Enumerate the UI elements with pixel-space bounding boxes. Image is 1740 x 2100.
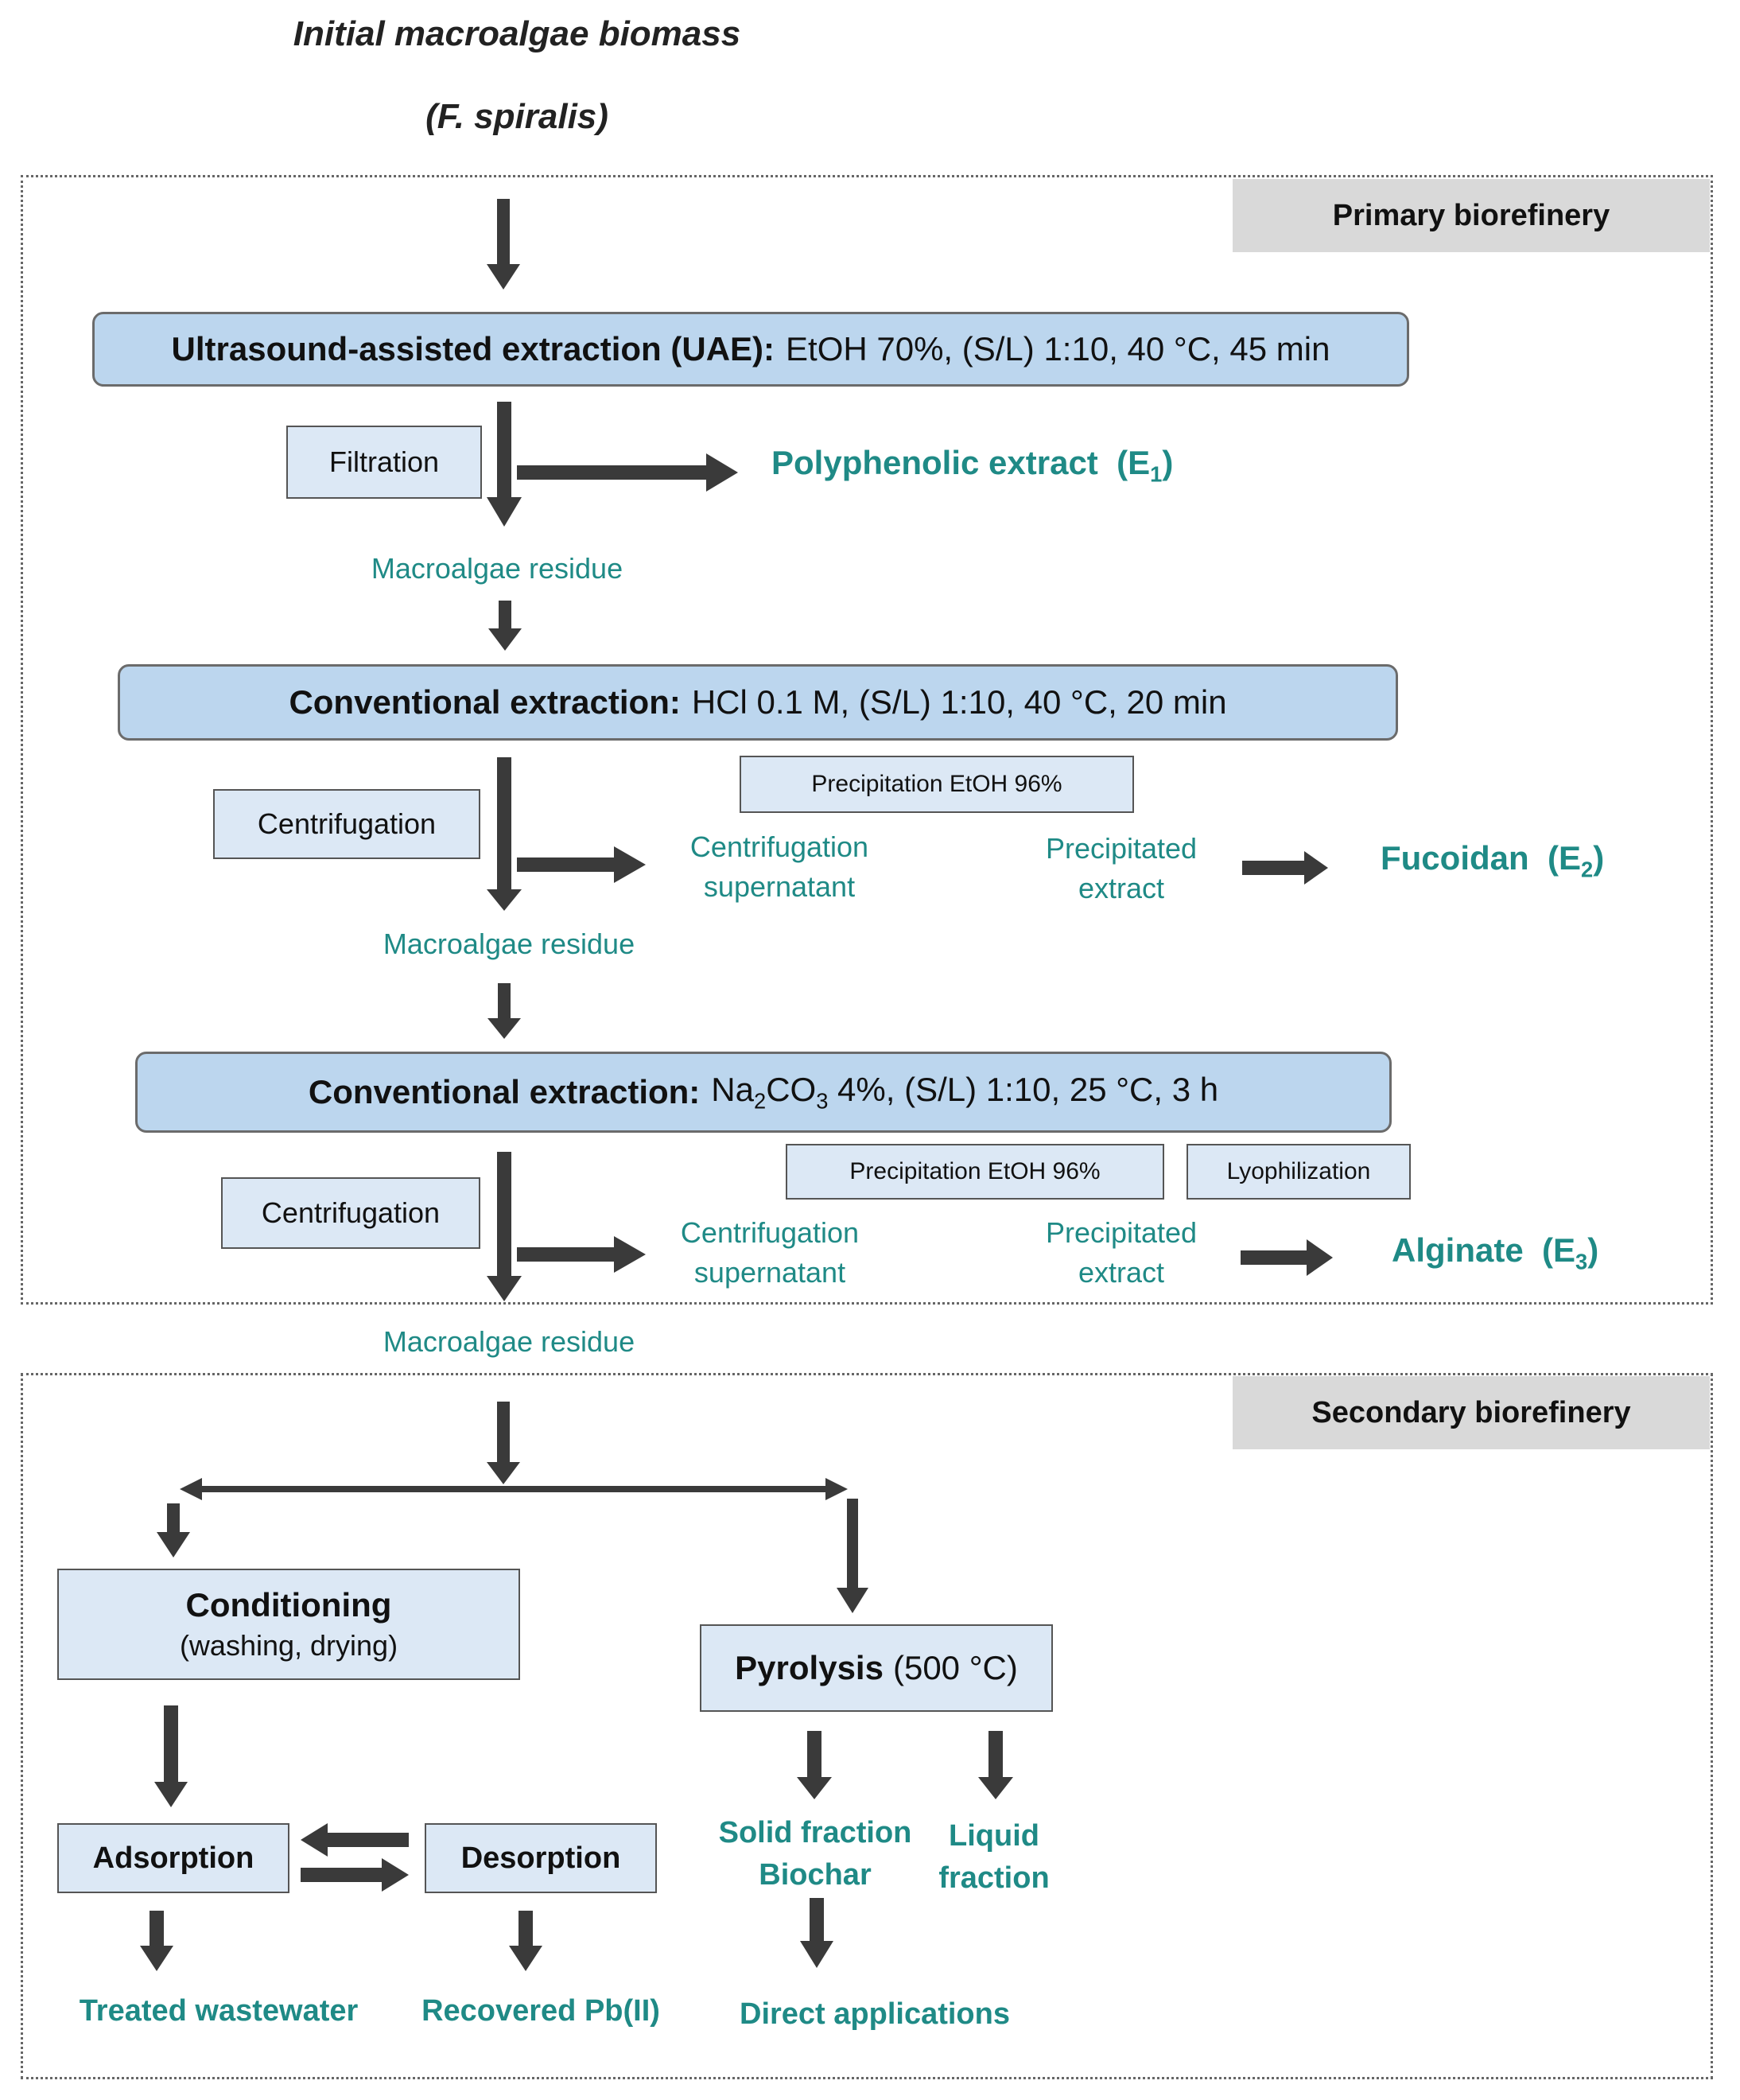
conditioning-subtitle: (washing, drying) — [179, 1629, 398, 1662]
arrow-desorption-to-adsorption — [301, 1823, 409, 1857]
arrow-split-bidirectional — [180, 1478, 848, 1500]
primary-biorefinery-tag: Primary biorefinery — [1233, 179, 1710, 252]
arrow-filtration-to-polyphenolic — [517, 453, 738, 492]
conventional-extraction-hcl-label: Conventional extraction: — [289, 683, 681, 721]
alginate-output: Alginate (E3) — [1392, 1231, 1599, 1274]
macroalgae-residue-1: Macroalgae residue — [371, 552, 623, 585]
conditioning-box: Conditioning (washing, drying) — [57, 1569, 520, 1680]
arrow-centrifugation1-to-supernatant — [517, 846, 646, 883]
direct-applications-output: Direct applications — [740, 1997, 1010, 2031]
macroalgae-residue-3: Macroalgae residue — [383, 1325, 635, 1358]
desorption-box: Desorption — [425, 1823, 657, 1893]
pyrolysis-box: Pyrolysis (500 °C) — [700, 1624, 1053, 1712]
conventional-extraction-hcl-step: Conventional extraction: HCl 0.1 M, (S/L… — [118, 664, 1398, 741]
filtration-box: Filtration — [286, 426, 482, 499]
arrow-conv1-to-residue — [487, 757, 522, 911]
arrow-precipitated1-to-fucoidan — [1242, 851, 1328, 885]
conventional-extraction-na2co3-conditions: Na2CO3 4%, (S/L) 1:10, 25 °C, 3 h — [711, 1070, 1219, 1114]
arrow-residue1-to-conv1 — [488, 601, 522, 651]
treated-wastewater-output: Treated wastewater — [79, 1994, 359, 2028]
arrow-residue2-to-conv2 — [487, 983, 521, 1039]
arrow-pyrolysis-to-liquid — [978, 1731, 1013, 1799]
arrow-split-to-conditioning — [157, 1503, 190, 1558]
arrow-conditioning-to-adsorption — [154, 1705, 188, 1807]
uae-step-label: Ultrasound-assisted extraction (UAE): — [171, 330, 775, 368]
uae-step-conditions: EtOH 70%, (S/L) 1:10, 40 °C, 45 min — [786, 330, 1330, 368]
arrow-uae-to-residue — [487, 402, 522, 527]
diagram-title-line2: (F. spiralis) — [425, 97, 608, 136]
pyrolysis-label: Pyrolysis — [735, 1649, 884, 1686]
centrifugation-box-2: Centrifugation — [221, 1177, 480, 1249]
primary-biorefinery-section — [21, 175, 1713, 1305]
arrow-precipitated2-to-alginate — [1241, 1239, 1333, 1276]
arrow-biomass-to-uae — [487, 199, 520, 290]
macroalgae-residue-2: Macroalgae residue — [383, 928, 635, 960]
lyophilization-box: Lyophilization — [1187, 1144, 1411, 1200]
uae-step: Ultrasound-assisted extraction (UAE): Et… — [92, 312, 1409, 387]
adsorption-box: Adsorption — [57, 1823, 289, 1893]
polyphenolic-extract-output: Polyphenolic extract (E1) — [771, 444, 1174, 487]
precipitation-etoh-box-1: Precipitation EtOH 96% — [740, 756, 1134, 813]
precipitation-etoh-box-2: Precipitation EtOH 96% — [786, 1144, 1164, 1200]
arrow-desorption-to-recovered — [509, 1911, 542, 1971]
conditioning-title: Conditioning — [185, 1586, 392, 1624]
arrow-split-to-pyrolysis — [837, 1499, 868, 1613]
arrow-adsorption-to-treated — [140, 1911, 173, 1971]
conventional-extraction-na2co3-step: Conventional extraction: Na2CO3 4%, (S/L… — [135, 1052, 1392, 1133]
fucoidan-output: Fucoidan (E2) — [1381, 839, 1605, 882]
arrow-residue3-to-split — [487, 1402, 520, 1484]
arrow-adsorption-to-desorption — [301, 1858, 409, 1892]
centrifugation-box-1: Centrifugation — [213, 789, 480, 859]
recovered-pb-output: Recovered Pb(II) — [421, 1994, 660, 2028]
pyrolysis-conditions: (500 °C) — [892, 1649, 1018, 1686]
conventional-extraction-na2co3-label: Conventional extraction: — [308, 1073, 701, 1110]
arrow-pyrolysis-to-solid — [797, 1731, 832, 1799]
conventional-extraction-hcl-conditions: HCl 0.1 M, (S/L) 1:10, 40 °C, 20 min — [691, 683, 1227, 721]
diagram-title-line1: Initial macroalgae biomass — [293, 14, 741, 53]
secondary-biorefinery-section — [21, 1373, 1713, 2079]
secondary-biorefinery-tag: Secondary biorefinery — [1233, 1376, 1710, 1449]
arrow-centrifugation2-to-supernatant — [517, 1236, 646, 1273]
arrow-conv2-to-residue — [487, 1152, 522, 1301]
arrow-biochar-to-direct — [800, 1898, 833, 1968]
